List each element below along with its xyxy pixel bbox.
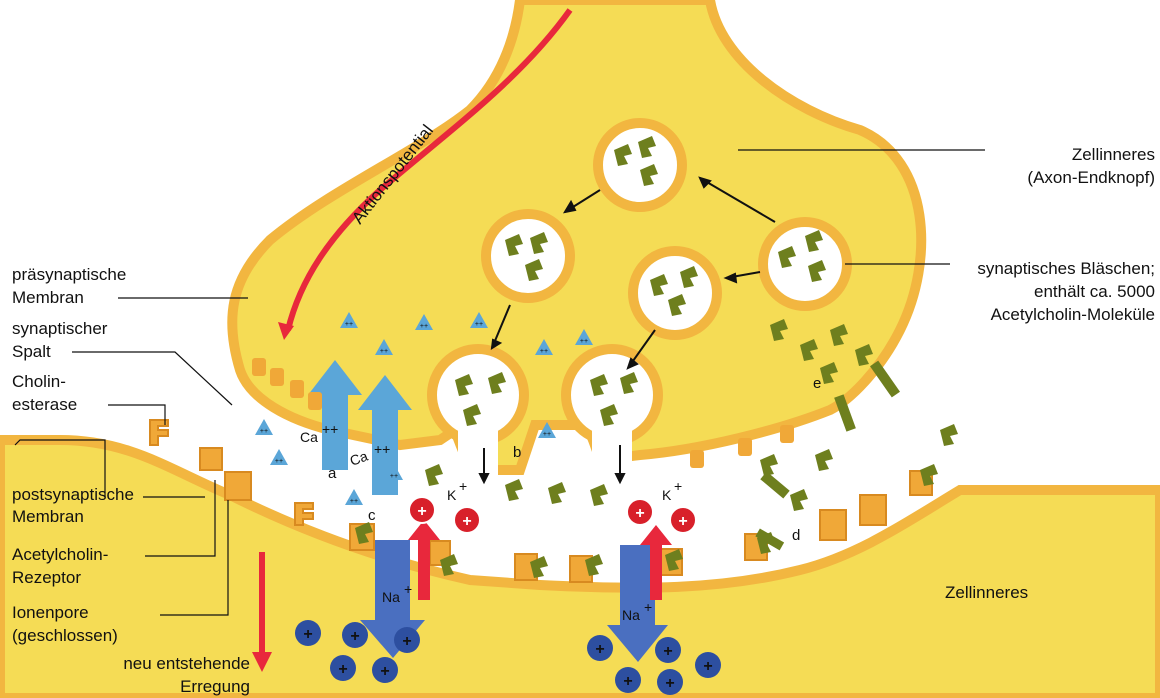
vesicle-right bbox=[763, 222, 847, 306]
label-na-1-charge: + bbox=[404, 581, 412, 597]
label-receptor-2: Rezeptor bbox=[12, 568, 81, 587]
vesicle-opening-2 bbox=[592, 420, 632, 480]
svg-text:+: + bbox=[678, 513, 687, 530]
svg-text:+: + bbox=[303, 626, 312, 643]
label-postsynaptic-1: postsynaptische bbox=[12, 485, 134, 504]
label-ca-2: Ca bbox=[348, 448, 370, 469]
vesicle-left bbox=[486, 214, 570, 298]
svg-text:+: + bbox=[595, 641, 604, 658]
label-pore-1: Ionenpore bbox=[12, 603, 89, 622]
label-na-2-charge: + bbox=[644, 599, 652, 615]
vesicle-opening-1 bbox=[458, 420, 498, 480]
label-k-2: K bbox=[662, 487, 672, 503]
svg-text:+: + bbox=[350, 628, 359, 645]
label-postsynaptic-2: Membran bbox=[12, 507, 84, 526]
letter-a: a bbox=[328, 465, 337, 482]
label-na-1: Na bbox=[382, 589, 400, 605]
label-zellinneres-top: Zellinneres bbox=[1072, 145, 1155, 164]
svg-text:+: + bbox=[665, 675, 674, 692]
vesicle-top bbox=[598, 123, 682, 207]
letter-c: c bbox=[368, 507, 376, 524]
letter-b: b bbox=[513, 444, 521, 461]
svg-text:+: + bbox=[402, 633, 411, 650]
label-ca-1-charge: ++ bbox=[322, 421, 338, 437]
label-k-1-charge: + bbox=[459, 478, 467, 494]
label-ca-2-charge: ++ bbox=[374, 441, 390, 457]
label-na-2: Na bbox=[622, 607, 640, 623]
label-vesicle-1: synaptisches Bläschen; bbox=[977, 259, 1155, 278]
label-vesicle-2: enthält ca. 5000 bbox=[1034, 282, 1155, 301]
letter-d: d bbox=[792, 527, 800, 544]
label-cleft-1: synaptischer bbox=[12, 319, 108, 338]
label-pore-2: (geschlossen) bbox=[12, 626, 118, 645]
svg-text:+: + bbox=[380, 663, 389, 680]
vesicle-middle bbox=[633, 251, 717, 335]
letter-e: e bbox=[813, 375, 821, 392]
label-receptor-1: Acetylcholin- bbox=[12, 545, 108, 564]
label-cholinesterase-1: Cholin- bbox=[12, 372, 66, 391]
svg-text:+: + bbox=[663, 643, 672, 660]
label-ca-1: Ca bbox=[300, 429, 318, 445]
svg-text:+: + bbox=[417, 503, 426, 520]
svg-text:+: + bbox=[462, 513, 471, 530]
label-vesicle-3: Acetylcholin-Moleküle bbox=[991, 305, 1155, 324]
label-k-1: K bbox=[447, 487, 457, 503]
svg-text:+: + bbox=[703, 658, 712, 675]
label-cleft-2: Spalt bbox=[12, 342, 51, 361]
label-cholinesterase-2: esterase bbox=[12, 395, 77, 414]
label-excitation-2: Erregung bbox=[180, 677, 250, 696]
svg-text:+: + bbox=[623, 673, 632, 690]
label-k-2-charge: + bbox=[674, 478, 682, 494]
label-excitation-1: neu entstehende bbox=[123, 654, 250, 673]
label-presynaptic-2: Membran bbox=[12, 288, 84, 307]
svg-text:+: + bbox=[338, 661, 347, 678]
label-zellinneres-bottom: Zellinneres bbox=[945, 583, 1028, 602]
label-presynaptic-1: präsynaptische bbox=[12, 265, 126, 284]
svg-text:+: + bbox=[635, 505, 644, 522]
label-axon-endknopf: (Axon-Endknopf) bbox=[1027, 168, 1155, 187]
